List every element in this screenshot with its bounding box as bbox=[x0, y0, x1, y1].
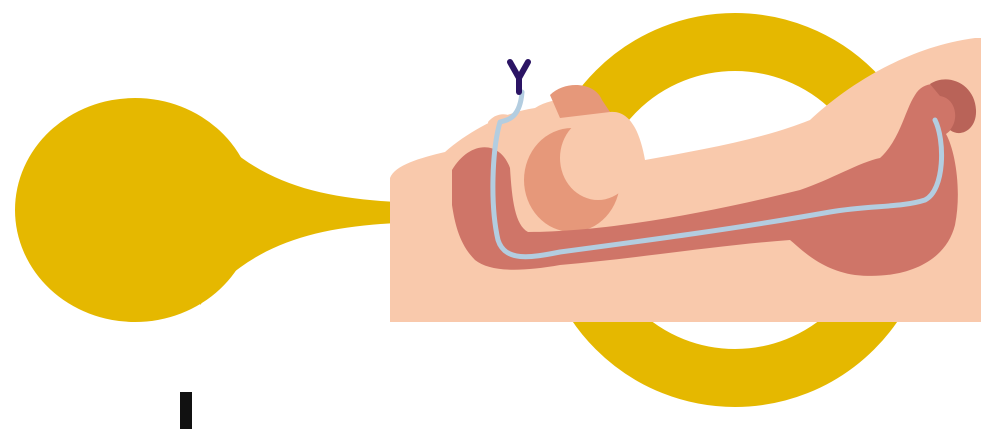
probe-tip-fork bbox=[510, 62, 528, 92]
brain-lobe bbox=[560, 116, 636, 200]
bulb-reservoir bbox=[15, 98, 420, 322]
pointer-mark bbox=[180, 392, 192, 429]
